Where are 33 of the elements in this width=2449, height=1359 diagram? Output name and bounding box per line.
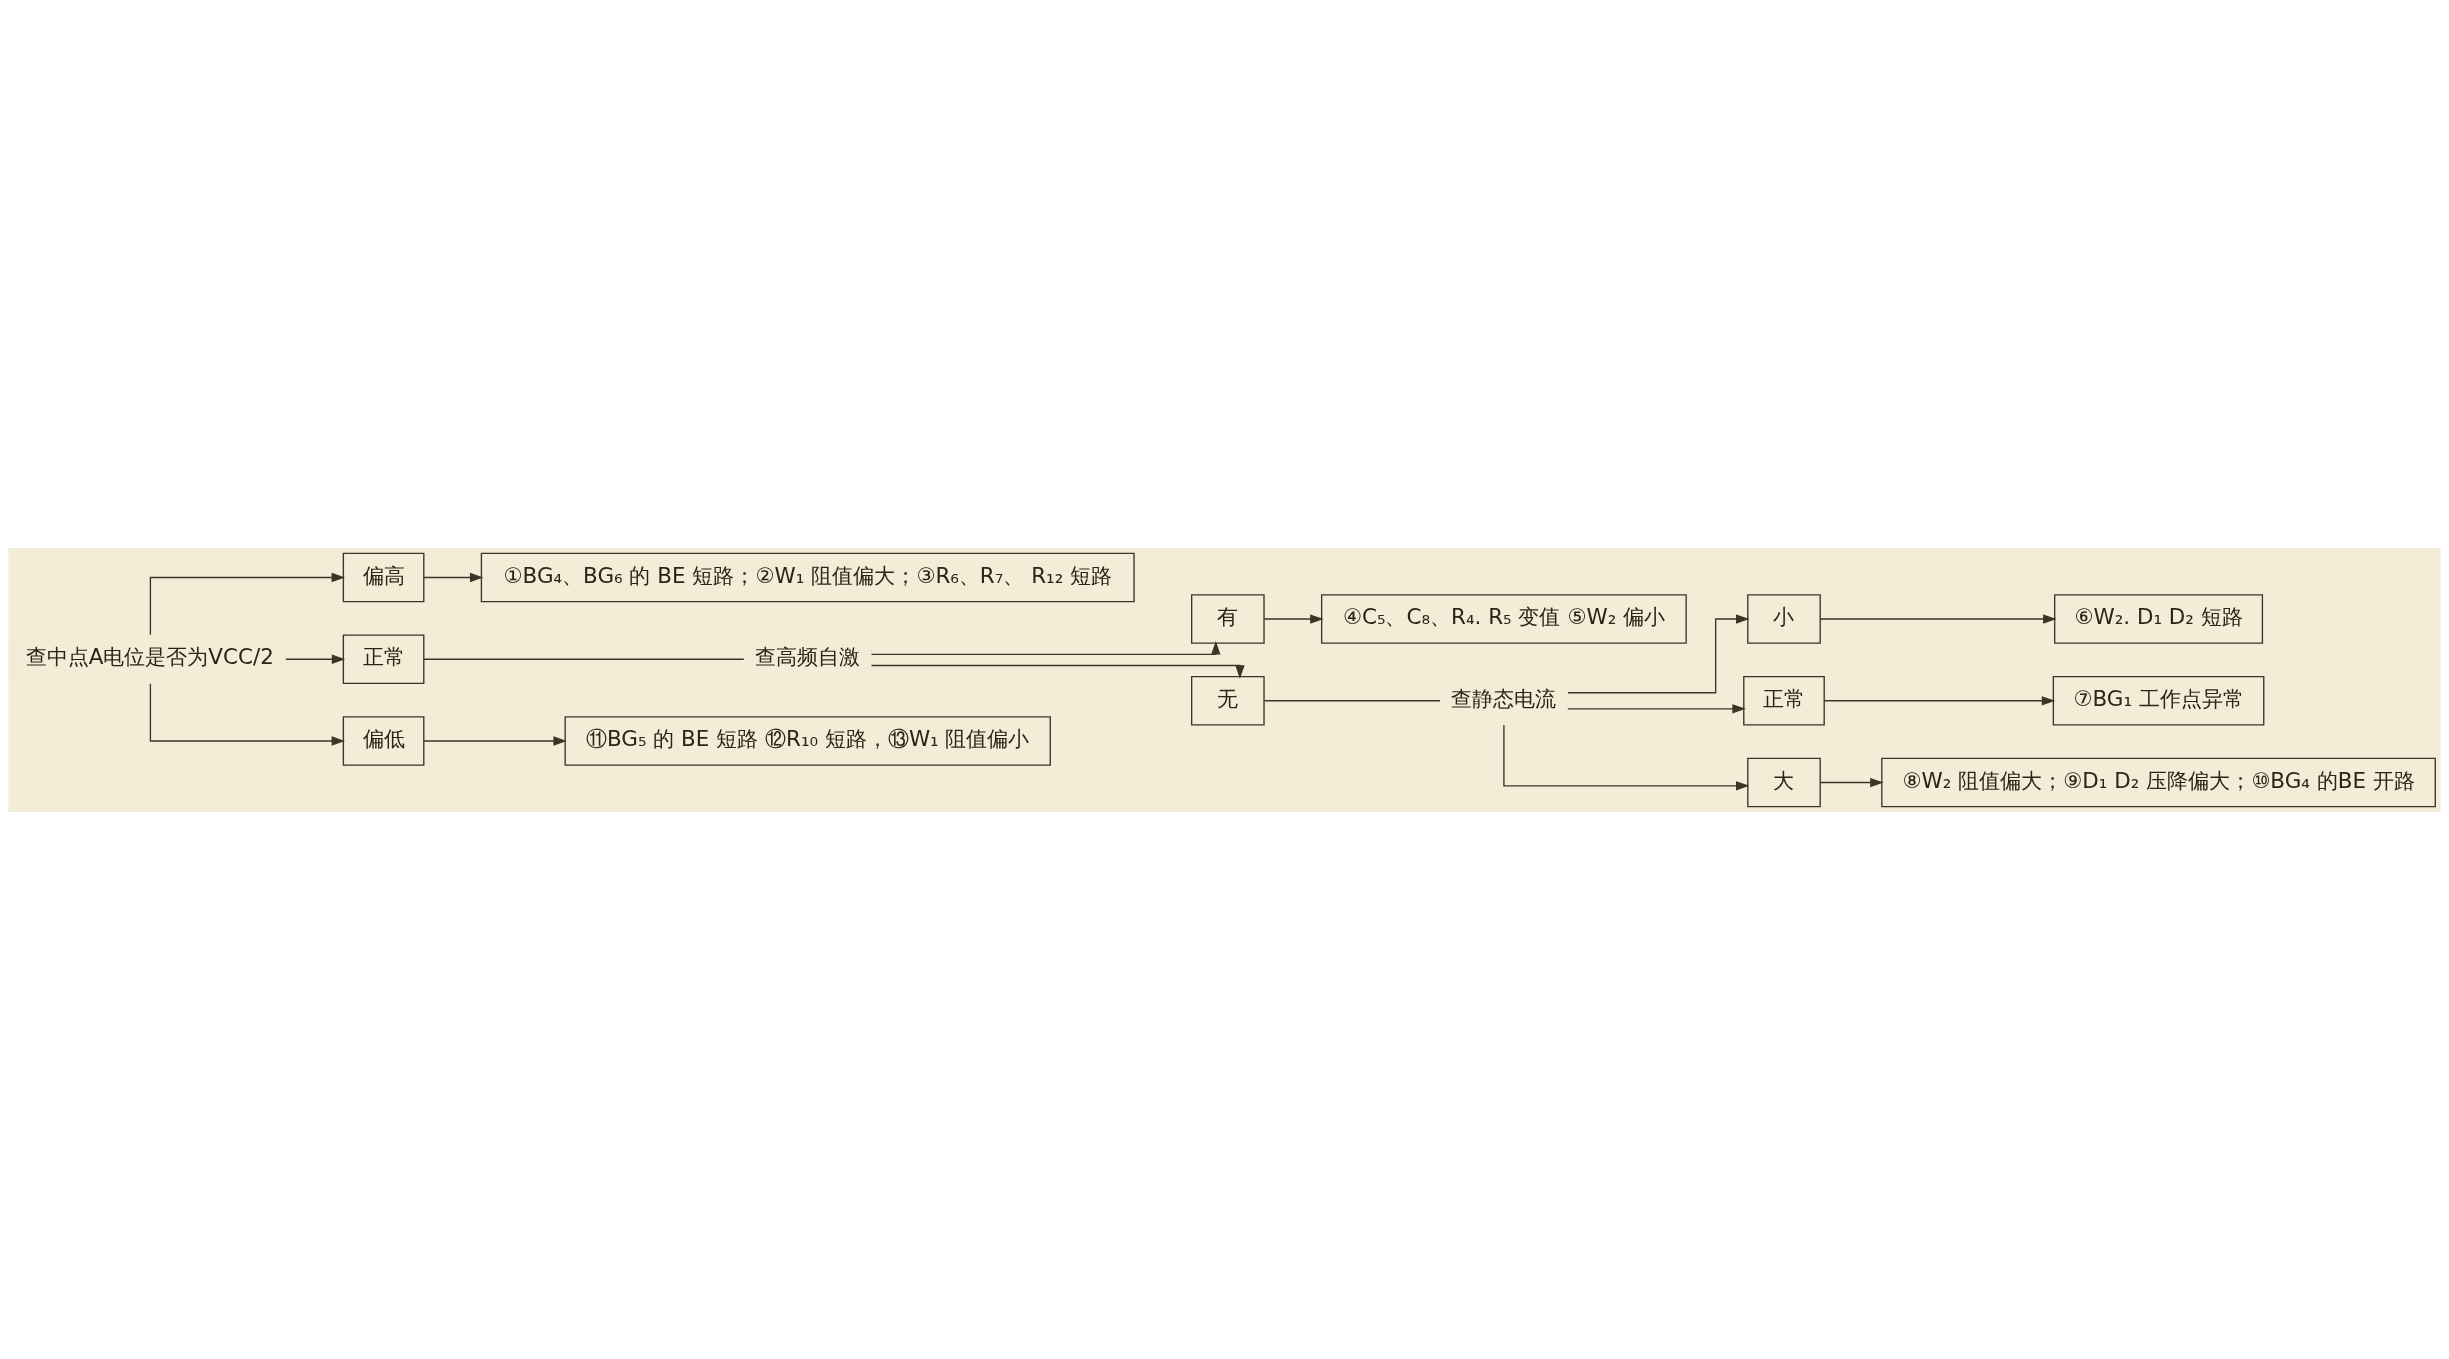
node-box: 偏高 (342, 552, 425, 602)
arrow (1503, 723, 1750, 791)
node-box: 偏低 (342, 715, 425, 766)
arrow (1819, 613, 2057, 624)
arrow (870, 640, 1221, 655)
node-box: 有 (1191, 593, 1265, 644)
node-box: 正常 (1743, 675, 1825, 726)
arrow (1567, 613, 1750, 693)
arrow (1823, 695, 2056, 705)
node-text: 查中点A电位是否为VCC/2 (25, 643, 274, 669)
node-box: ⑥W₂. D₁ D₂ 短路 (2054, 593, 2264, 644)
arrow (1567, 703, 1746, 713)
node-box: 正常 (342, 633, 425, 684)
arrow (285, 654, 346, 664)
arrow (149, 682, 345, 746)
arrow (870, 664, 1245, 679)
node-box: ⑪BG₅ 的 BE 短路 ⑫R₁₀ 短路，⑬W₁ 阻值偏小 (564, 715, 1051, 766)
connector (1263, 699, 1441, 701)
node-box: ⑧W₂ 阻值偏大；⑨D₁ D₂ 压降偏大；⑩BG₄ 的BE 开路 (1881, 757, 2436, 807)
connector (423, 658, 745, 660)
node-box: 小 (1747, 593, 1821, 644)
arrow (423, 572, 484, 582)
node-box: 大 (1747, 757, 1821, 807)
arrow (1819, 777, 1884, 787)
node-box: ①BG₄、BG₆ 的 BE 短路；②W₁ 阻值偏大；③R₆、R₇、 R₁₂ 短路 (480, 552, 1135, 602)
node-box: ⑦BG₁ 工作点异常 (2052, 675, 2265, 726)
node-text: 查高频自激 (755, 643, 861, 669)
node-text: 查静态电流 (1451, 685, 1557, 711)
node-box: ④C₅、C₈、R₄. R₅ 变值 ⑤W₂ 偏小 (1321, 593, 1687, 644)
arrow (149, 572, 345, 635)
arrow (423, 735, 567, 746)
node-box: 无 (1191, 675, 1265, 726)
arrow (1263, 613, 1324, 624)
